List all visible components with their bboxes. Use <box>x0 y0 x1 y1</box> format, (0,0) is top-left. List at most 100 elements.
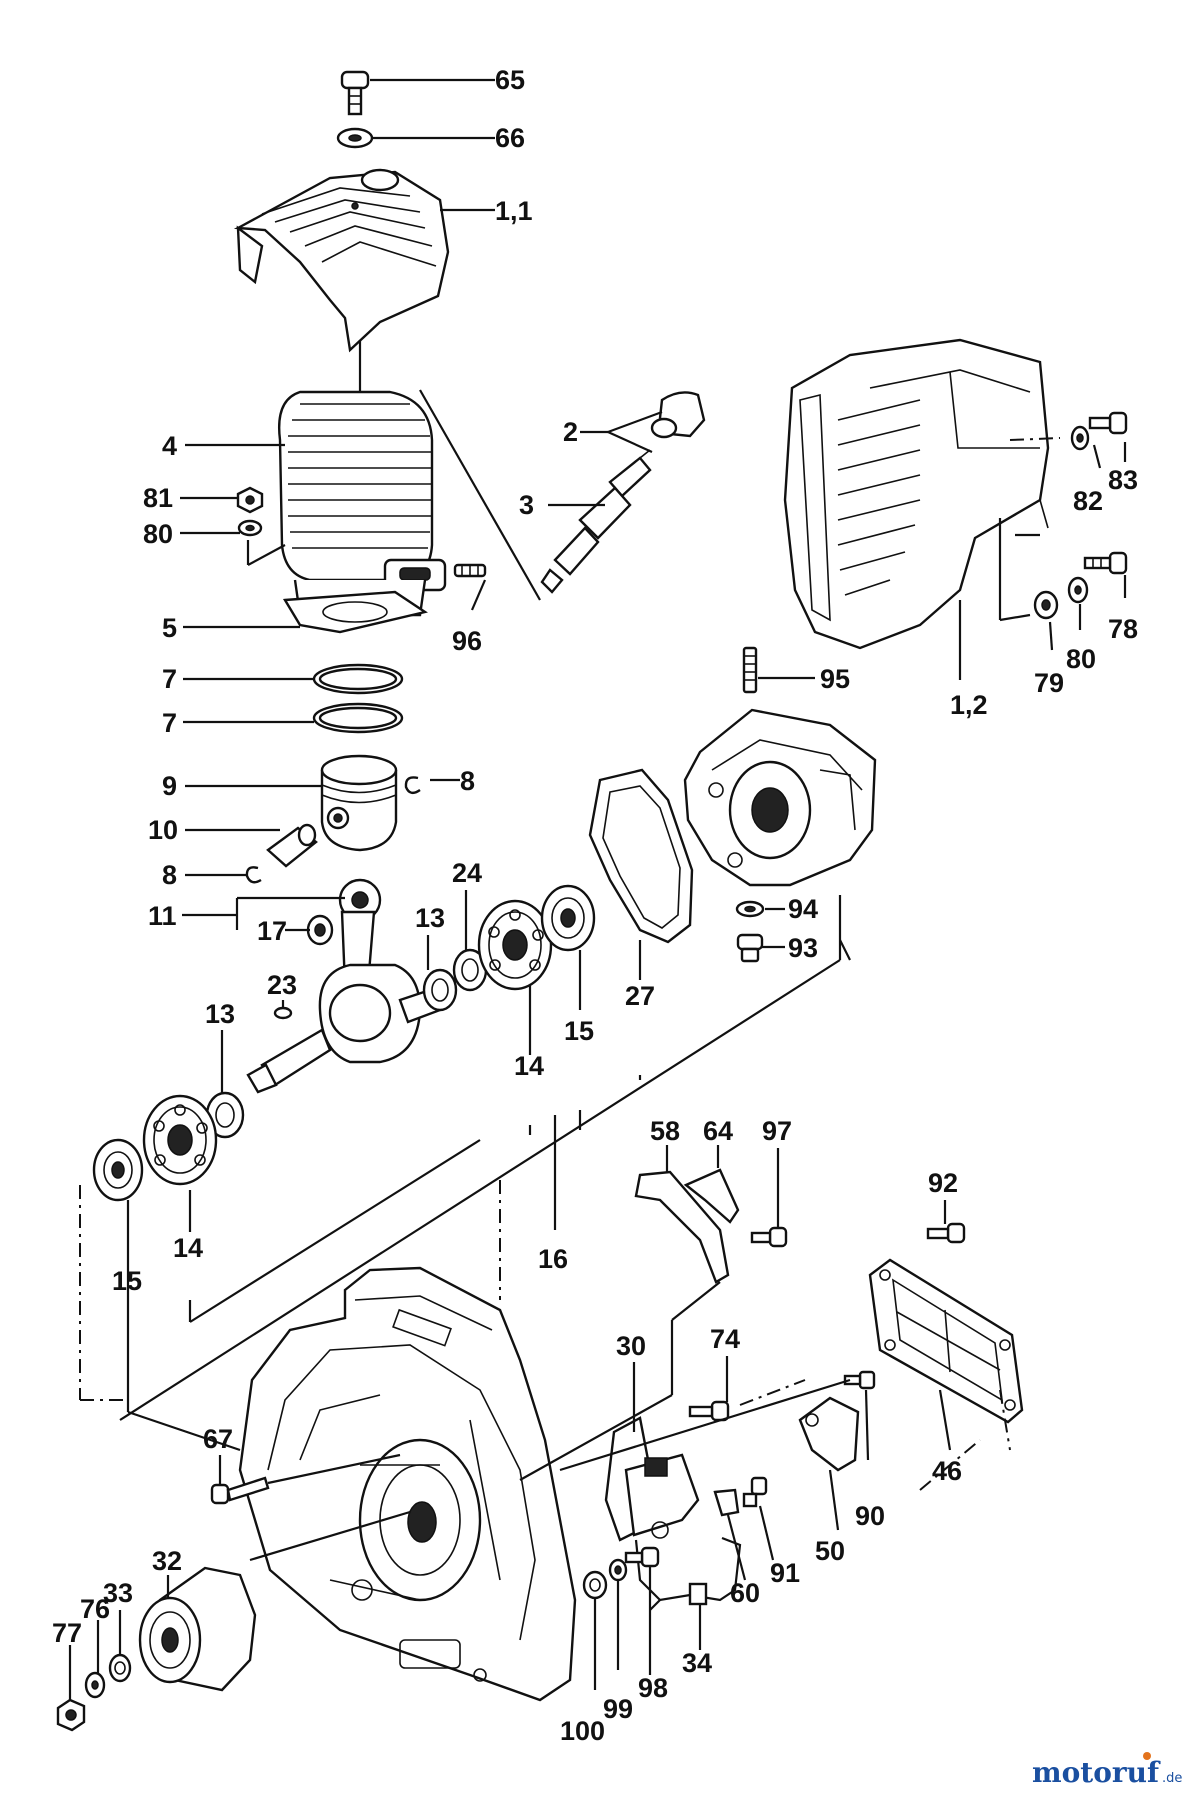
label-95: 95 <box>820 664 850 694</box>
label-81: 81 <box>143 483 173 513</box>
label-79: 79 <box>1034 668 1064 698</box>
part-2-spark-plug-cap <box>650 391 706 439</box>
part-80-washer-right <box>1067 576 1089 604</box>
part-17-needle-bearing <box>306 914 334 946</box>
label-24: 24 <box>452 858 482 888</box>
part-crankcase-housing <box>238 1266 577 1702</box>
part-crankcase-half <box>683 708 877 887</box>
part-10-piston-pin <box>266 823 318 868</box>
label-93: 93 <box>788 933 818 963</box>
part-30-ignition-coil <box>604 1416 700 1542</box>
label-82: 82 <box>1073 486 1103 516</box>
label-7-upper: 7 <box>162 664 177 694</box>
part-50-module <box>798 1396 860 1472</box>
part-58-bracket <box>634 1170 730 1284</box>
label-13-upper: 13 <box>415 903 445 933</box>
part-96-stud <box>453 563 487 578</box>
label-3: 3 <box>519 490 534 520</box>
label-1-1: 1,1 <box>495 196 533 226</box>
part-labels: 65 66 1,1 2 3 4 81 80 96 5 7 7 9 8 10 8 … <box>52 65 1138 1746</box>
label-14-lower: 14 <box>173 1233 203 1263</box>
label-8-right: 8 <box>460 766 475 796</box>
label-33: 33 <box>103 1578 133 1608</box>
part-94-washer <box>735 900 765 918</box>
part-97-screw <box>750 1226 788 1248</box>
label-78: 78 <box>1108 614 1138 644</box>
part-32-flywheel <box>138 1566 257 1692</box>
assembly-centerlines <box>79 437 1061 1491</box>
label-96: 96 <box>452 626 482 656</box>
label-13-lower: 13 <box>205 999 235 1029</box>
part-23-key <box>273 1006 293 1020</box>
label-4: 4 <box>162 431 177 461</box>
part-33-washer <box>108 1653 132 1683</box>
part-90-screw <box>843 1370 876 1390</box>
label-46: 46 <box>932 1456 962 1486</box>
label-17: 17 <box>257 916 287 946</box>
label-9: 9 <box>162 771 177 801</box>
part-76-washer <box>84 1671 106 1699</box>
label-10: 10 <box>148 815 178 845</box>
part-95-stud <box>742 646 758 694</box>
label-80-left: 80 <box>143 519 173 549</box>
part-64-pad <box>683 1168 740 1224</box>
part-83-screw <box>1088 411 1128 435</box>
part-27-crankcase-gasket <box>588 768 694 944</box>
label-66: 66 <box>495 123 525 153</box>
label-7-lower: 7 <box>162 708 177 738</box>
label-8-left: 8 <box>162 860 177 890</box>
part-5-gasket <box>282 590 428 634</box>
label-80-right: 80 <box>1066 644 1096 674</box>
part-1-2-housing-cover <box>783 338 1050 650</box>
part-99-washer <box>608 1558 628 1582</box>
part-14-ball-bearing-upper <box>477 899 553 991</box>
watermark-suffix: .de <box>1162 1771 1182 1786</box>
watermark: motoruf .de <box>1032 1752 1182 1789</box>
watermark-brand: motoruf <box>1032 1756 1161 1789</box>
label-77: 77 <box>52 1618 82 1648</box>
label-97: 97 <box>762 1116 792 1146</box>
part-74-screw <box>688 1400 730 1422</box>
part-98-screw <box>624 1546 660 1568</box>
part-46-cover-plate <box>868 1258 1024 1424</box>
label-99: 99 <box>603 1694 633 1724</box>
label-92: 92 <box>928 1168 958 1198</box>
label-60: 60 <box>730 1578 760 1608</box>
part-78-screw <box>1083 551 1128 575</box>
part-82-washer <box>1070 425 1090 451</box>
label-30: 30 <box>616 1331 646 1361</box>
label-16: 16 <box>538 1244 568 1274</box>
label-67: 67 <box>203 1424 233 1454</box>
part-79-washer <box>1033 590 1059 620</box>
label-83: 83 <box>1108 465 1138 495</box>
part-14-ball-bearing-lower <box>142 1094 218 1186</box>
part-100-washer <box>582 1570 608 1600</box>
part-66-washer <box>336 127 374 149</box>
part-81-nut <box>236 486 264 514</box>
label-94: 94 <box>788 894 818 924</box>
part-67-screw <box>210 1476 270 1505</box>
part-8-circlip-left <box>245 866 262 884</box>
part-4-cylinder <box>278 390 447 617</box>
leader-lines <box>68 78 1127 1700</box>
label-1-2: 1,2 <box>950 690 988 720</box>
label-14-upper: 14 <box>514 1051 544 1081</box>
label-50: 50 <box>815 1536 845 1566</box>
part-34-ignition-wire <box>634 1536 742 1611</box>
label-15-upper: 15 <box>564 1016 594 1046</box>
label-23: 23 <box>267 970 297 1000</box>
label-91: 91 <box>770 1558 800 1588</box>
label-34: 34 <box>682 1648 712 1678</box>
part-13-shim-upper <box>422 968 458 1012</box>
part-7-piston-rings <box>312 663 404 734</box>
part-9-piston <box>320 754 398 852</box>
label-5: 5 <box>162 613 177 643</box>
part-91-screw <box>742 1476 768 1508</box>
part-8-circlip-right <box>404 776 421 795</box>
watermark-dot-icon <box>1143 1752 1151 1760</box>
part-1-1-cylinder-cover <box>233 168 450 353</box>
label-76: 76 <box>80 1594 110 1624</box>
label-32: 32 <box>152 1546 182 1576</box>
label-64: 64 <box>703 1116 733 1146</box>
